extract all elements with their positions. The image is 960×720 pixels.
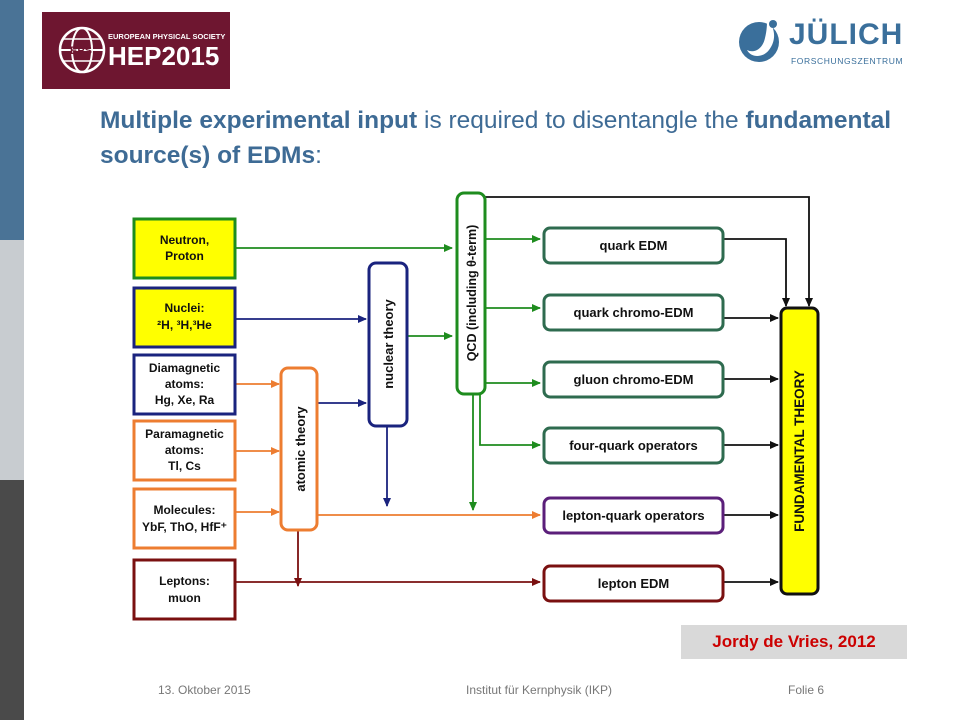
svg-text:Molecules:: Molecules: [153,503,215,517]
svg-text:Proton: Proton [165,249,204,263]
slide-title: Multiple experimental input is required … [100,107,892,169]
input-paramagnetic-atoms: Paramagnetic atoms: Tl, Cs [132,419,237,482]
svg-text:Nuclei:: Nuclei: [164,301,204,315]
atomic-theory-box: atomic theory [279,366,319,532]
citation-badge: Jordy de Vries, 2012 [681,625,907,659]
svg-text:quark EDM: quark EDM [600,238,668,253]
julich-mark-icon [739,20,779,62]
arrow-qcd-to-fundamental [480,196,813,307]
sidebar-stripe-top [0,0,24,240]
julich-name: JÜLICH [789,18,904,51]
input-neutron-proton: Neutron, Proton [132,217,237,280]
nuclear-theory-box: nuclear theory [367,261,409,428]
input-diamagnetic-atoms: Diamagnetic atoms: Hg, Xe, Ra [132,353,237,416]
svg-text:lepton-quark operators: lepton-quark operators [562,508,704,523]
svg-text:muon: muon [168,591,201,605]
arrow-quark-edm-to-fundamental [724,238,790,307]
svg-text:quark chromo-EDM: quark chromo-EDM [574,305,694,320]
svg-text:Diamagnetic: Diamagnetic [149,361,221,375]
sidebar-stripe-middle [0,240,24,480]
svg-text:Hg, Xe, Ra: Hg, Xe, Ra [155,393,215,407]
svg-text:²H, ³H,³He: ²H, ³H,³He [157,318,212,332]
quark-chromo-edm-box: quark chromo-EDM [542,293,725,332]
svg-text:HEP2015: HEP2015 [108,41,219,71]
julich-logo: JÜLICH FORSCHUNGSZENTRUM [737,12,927,72]
svg-text:atoms:: atoms: [165,377,204,391]
svg-text:YbF, ThO, HfF⁺: YbF, ThO, HfF⁺ [142,520,227,534]
footer-slide-number: Folie 6 [788,683,825,697]
input-nuclei: Nuclei: ²H, ³H,³He [132,286,237,349]
hep2015-logo: EPS EUROPEAN PHYSICAL SOCIETY HEP2015 [42,12,230,89]
lepton-quark-operators-box: lepton-quark operators [542,496,725,535]
input-molecules: Molecules: YbF, ThO, HfF⁺ [132,487,237,550]
svg-text:QCD (including θ-term): QCD (including θ-term) [465,225,479,362]
svg-text:four-quark operators: four-quark operators [569,438,698,453]
edm-source-diagram: Neutron, Proton Nuclei: ²H, ³H,³He Diama… [132,191,820,621]
svg-text:lepton EDM: lepton EDM [598,576,670,591]
svg-text:Tl, Cs: Tl, Cs [168,459,201,473]
svg-text:EPS: EPS [70,45,92,57]
svg-text:EUROPEAN PHYSICAL SOCIETY: EUROPEAN PHYSICAL SOCIETY [108,32,225,41]
qcd-box: QCD (including θ-term) [455,191,487,396]
footer-institute: Institut für Kernphysik (IKP) [466,683,613,697]
julich-subtitle: FORSCHUNGSZENTRUM [791,56,904,66]
svg-text:gluon chromo-EDM: gluon chromo-EDM [574,372,694,387]
svg-text:FUNDAMENTAL THEORY: FUNDAMENTAL THEORY [792,370,807,532]
fundamental-theory-box: FUNDAMENTAL THEORY [779,306,820,596]
lepton-edm-box: lepton EDM [542,564,725,603]
svg-text:atoms:: atoms: [165,443,204,457]
svg-text:atomic theory: atomic theory [293,406,308,492]
svg-text:nuclear theory: nuclear theory [381,298,396,388]
footer-date: 13. Oktober 2015 [158,683,251,697]
svg-text:Neutron,: Neutron, [160,233,209,247]
input-leptons: Leptons: muon [132,558,237,621]
quark-edm-box: quark EDM [542,226,725,265]
four-quark-operators-box: four-quark operators [542,426,725,465]
gluon-chromo-edm-box: gluon chromo-EDM [542,360,725,399]
sidebar-stripe-bottom [0,480,24,720]
arrow-qcd-to-four-quark [479,394,541,449]
svg-text:Paramagnetic: Paramagnetic [145,427,224,441]
svg-text:Leptons:: Leptons: [159,574,210,588]
